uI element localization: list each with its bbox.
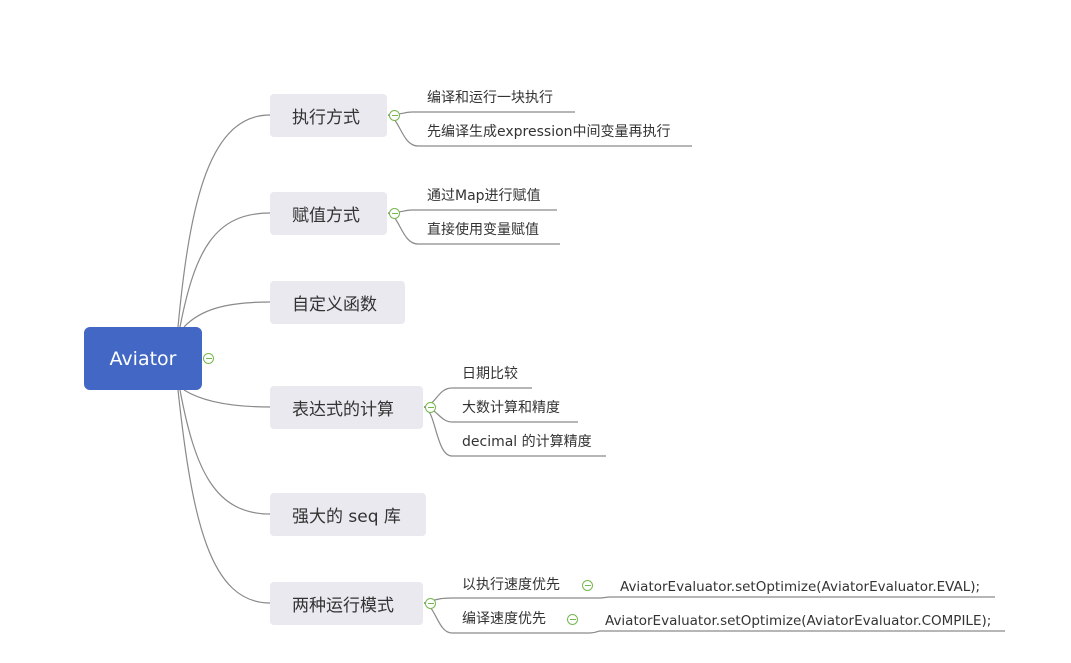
branch-label: 两种运行模式	[292, 596, 394, 616]
root-node[interactable]: Aviator	[84, 327, 202, 390]
leaf-collapse-toggle[interactable]	[582, 580, 593, 591]
leaf-node[interactable]: decimal 的计算精度	[462, 434, 592, 450]
leaf-collapse-toggle[interactable]	[567, 614, 578, 625]
branch-label: 表达式的计算	[292, 400, 394, 420]
leaf-node[interactable]: 直接使用变量赋值	[427, 222, 539, 238]
branch-collapse-toggle[interactable]	[389, 110, 400, 121]
leaf-node[interactable]: 先编译生成expression中间变量再执行	[427, 124, 671, 140]
branch-collapse-toggle[interactable]	[389, 208, 400, 219]
branch-label: 强大的 seq 库	[292, 507, 401, 527]
branch-node-run-modes[interactable]: 两种运行模式	[270, 582, 423, 625]
leaf-node[interactable]: 大数计算和精度	[462, 400, 560, 416]
root-collapse-toggle[interactable]	[203, 353, 214, 364]
leaf-node-compile-code[interactable]: AviatorEvaluator.setOptimize(AviatorEval…	[605, 613, 992, 629]
branch-label: 执行方式	[292, 108, 360, 128]
branch-node-seq-library[interactable]: 强大的 seq 库	[270, 493, 426, 536]
leaf-node[interactable]: 通过Map进行赋值	[427, 188, 541, 204]
branch-node-execution[interactable]: 执行方式	[270, 94, 387, 137]
branch-label: 赋值方式	[292, 206, 360, 226]
branch-node-assignment[interactable]: 赋值方式	[270, 192, 387, 235]
branch-node-expression-eval[interactable]: 表达式的计算	[270, 386, 423, 429]
root-label: Aviator	[109, 347, 177, 370]
leaf-node-compile-priority[interactable]: 编译速度优先	[462, 611, 546, 627]
branch-collapse-toggle[interactable]	[425, 598, 436, 609]
leaf-node[interactable]: 日期比较	[462, 366, 518, 382]
branch-node-custom-functions[interactable]: 自定义函数	[270, 281, 405, 324]
leaf-node-eval-code[interactable]: AviatorEvaluator.setOptimize(AviatorEval…	[620, 579, 981, 595]
branch-collapse-toggle[interactable]	[425, 402, 436, 413]
leaf-node[interactable]: 编译和运行一块执行	[427, 90, 553, 106]
branch-label: 自定义函数	[292, 295, 377, 315]
leaf-node-eval-priority[interactable]: 以执行速度优先	[462, 577, 560, 593]
